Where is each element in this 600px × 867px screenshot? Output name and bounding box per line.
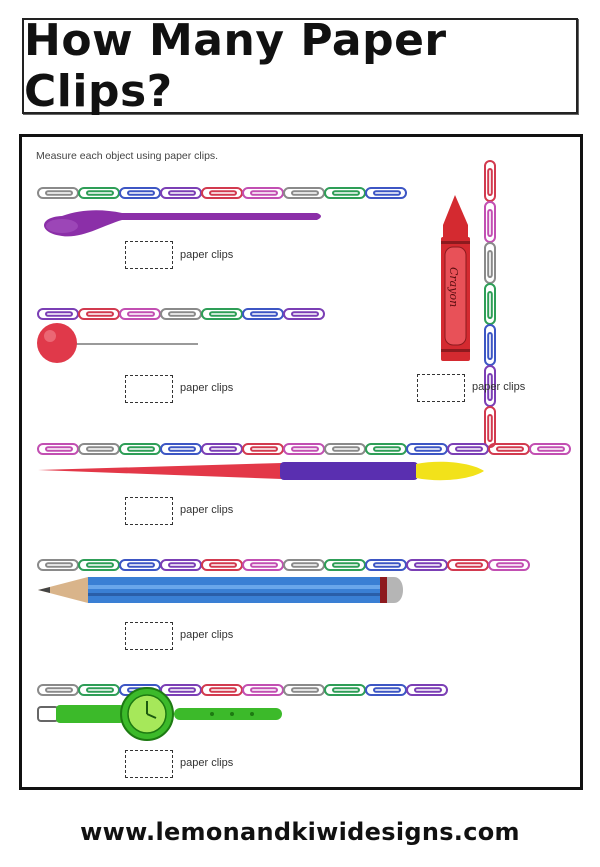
spoon-paper-clip: [37, 187, 79, 199]
pushpin-paper-clip: [119, 308, 161, 320]
page-title: How Many Paper Clips?: [24, 15, 447, 117]
paintbrush-paper-clip: [242, 443, 284, 455]
spoon-paper-clip: [324, 187, 366, 199]
crayon-paper-clip: [484, 160, 496, 202]
crayon-paper-clip: [484, 283, 496, 325]
pencil-paper-clip: [201, 559, 243, 571]
pencil-paper-clip: [242, 559, 284, 571]
spoon-answer-label: paper clips: [180, 249, 234, 261]
pencil-paper-clip: [78, 559, 120, 571]
paintbrush-paper-clip: [488, 443, 530, 455]
pencil-paper-clip: [37, 559, 79, 571]
paintbrush-answer-box[interactable]: [125, 497, 173, 525]
paintbrush-paper-clip: [529, 443, 571, 455]
spoon-paper-clip: [283, 187, 325, 199]
watch-paper-clip: [37, 684, 79, 696]
worksheet-illustrations: Crayon: [37, 160, 571, 741]
pushpin-illustration: [37, 323, 198, 363]
crayon-paper-clip: [484, 406, 496, 448]
crayon-paper-clip: [484, 242, 496, 284]
worksheet-instruction: Measure each object using paper clips.: [36, 150, 219, 162]
paintbrush-paper-clip: [37, 443, 79, 455]
crayon-label: Crayon: [447, 267, 460, 307]
watch-paper-clip: [78, 684, 120, 696]
pushpin-paper-clip: [242, 308, 284, 320]
paintbrush-paper-clip: [324, 443, 366, 455]
pencil-paper-clip: [365, 559, 407, 571]
pushpin-answer-box[interactable]: [125, 375, 173, 403]
spoon-paper-clip: [160, 187, 202, 199]
pencil-paper-clip: [447, 559, 489, 571]
pencil-illustration: [38, 577, 403, 603]
title-banner: How Many Paper Clips?: [22, 15, 578, 117]
crayon-answer-box[interactable]: [417, 374, 465, 402]
pencil-paper-clip: [283, 559, 325, 571]
pencil-paper-clip: [160, 559, 202, 571]
watch-paper-clip: [406, 684, 448, 696]
crayon-illustration: Crayon: [441, 195, 470, 361]
paintbrush-paper-clip: [447, 443, 489, 455]
pushpin-paper-clip: [160, 308, 202, 320]
watch-answer-label: paper clips: [180, 757, 234, 769]
paper-clip-rows: [37, 160, 571, 696]
watch-paper-clip: [283, 684, 325, 696]
paintbrush-paper-clip: [201, 443, 243, 455]
pencil-paper-clip: [488, 559, 530, 571]
pushpin-paper-clip: [283, 308, 325, 320]
paintbrush-paper-clip: [283, 443, 325, 455]
watch-paper-clip: [201, 684, 243, 696]
paintbrush-paper-clip: [119, 443, 161, 455]
watch-paper-clip: [324, 684, 366, 696]
watch-paper-clip: [242, 684, 284, 696]
paintbrush-paper-clip: [406, 443, 448, 455]
paintbrush-paper-clip: [160, 443, 202, 455]
spoon-paper-clip: [119, 187, 161, 199]
watch-paper-clip: [365, 684, 407, 696]
spoon-answer-box[interactable]: [125, 241, 173, 269]
paintbrush-answer-label: paper clips: [180, 504, 234, 516]
pencil-paper-clip: [119, 559, 161, 571]
watch-illustration: [37, 687, 282, 741]
pushpin-paper-clip: [37, 308, 79, 320]
spoon-paper-clip: [78, 187, 120, 199]
worksheet: Measure each object using paper clips. C…: [19, 134, 583, 790]
crayon-answer-label: paper clips: [472, 381, 526, 393]
paintbrush-illustration: [38, 461, 484, 481]
pushpin-paper-clip: [78, 308, 120, 320]
spoon-paper-clip: [365, 187, 407, 199]
spoon-illustration: [44, 210, 321, 237]
pushpin-answer-label: paper clips: [180, 382, 234, 394]
crayon-paper-clip: [484, 201, 496, 243]
spoon-paper-clip: [242, 187, 284, 199]
watch-paper-clip: [160, 684, 202, 696]
website-footer: www.lemonandkiwidesigns.com: [80, 818, 520, 846]
pencil-answer-label: paper clips: [180, 629, 234, 641]
pencil-paper-clip: [406, 559, 448, 571]
watch-answer-box[interactable]: [125, 750, 173, 778]
paintbrush-paper-clip: [365, 443, 407, 455]
pencil-paper-clip: [324, 559, 366, 571]
crayon-paper-clip: [484, 324, 496, 366]
spoon-paper-clip: [201, 187, 243, 199]
pencil-answer-box[interactable]: [125, 622, 173, 650]
pushpin-paper-clip: [201, 308, 243, 320]
paintbrush-paper-clip: [78, 443, 120, 455]
